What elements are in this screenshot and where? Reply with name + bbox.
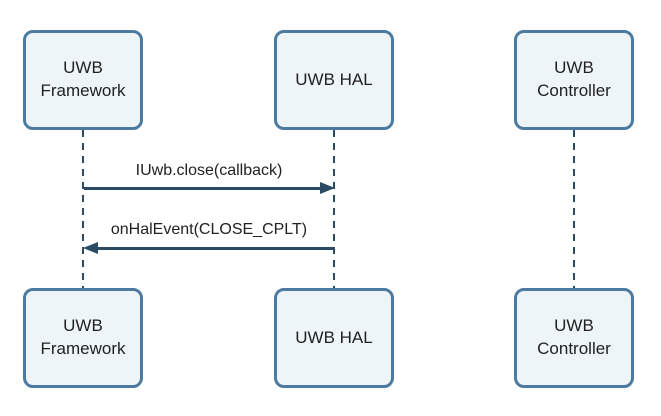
actor-label-uwb-framework: UWB Framework: [40, 58, 126, 100]
actor-label-uwb-controller: UWB Controller: [537, 316, 611, 358]
actor-label-uwb-hal: UWB HAL: [295, 327, 373, 347]
actor-label-uwb-hal: UWB HAL: [295, 69, 373, 89]
actor-box-uwb-hal-bottom: UWB HAL: [274, 288, 394, 388]
actor-label-uwb-framework: UWB Framework: [40, 316, 126, 358]
actor-box-uwb-controller-bottom: UWB Controller: [514, 288, 634, 388]
arrowhead-left-icon: [83, 242, 98, 254]
actor-box-uwb-controller-top: UWB Controller: [514, 30, 634, 130]
message-label-iuwb-close: IUwb.close(callback): [135, 162, 283, 179]
lifeline-uwb-controller: [573, 130, 575, 288]
actor-box-uwb-framework-top: UWB Framework: [23, 30, 143, 130]
lifeline-uwb-framework: [82, 130, 84, 288]
actor-box-uwb-framework-bottom: UWB Framework: [23, 288, 143, 388]
lifeline-uwb-hal: [333, 130, 335, 288]
arrowhead-right-icon: [320, 182, 335, 194]
message-line-onhalevent: [98, 247, 334, 250]
actor-box-uwb-hal-top: UWB HAL: [274, 30, 394, 130]
message-label-onhalevent: onHalEvent(CLOSE_CPLT): [110, 221, 308, 238]
message-line-iuwb-close: [84, 187, 321, 190]
actor-label-uwb-controller: UWB Controller: [537, 58, 611, 100]
